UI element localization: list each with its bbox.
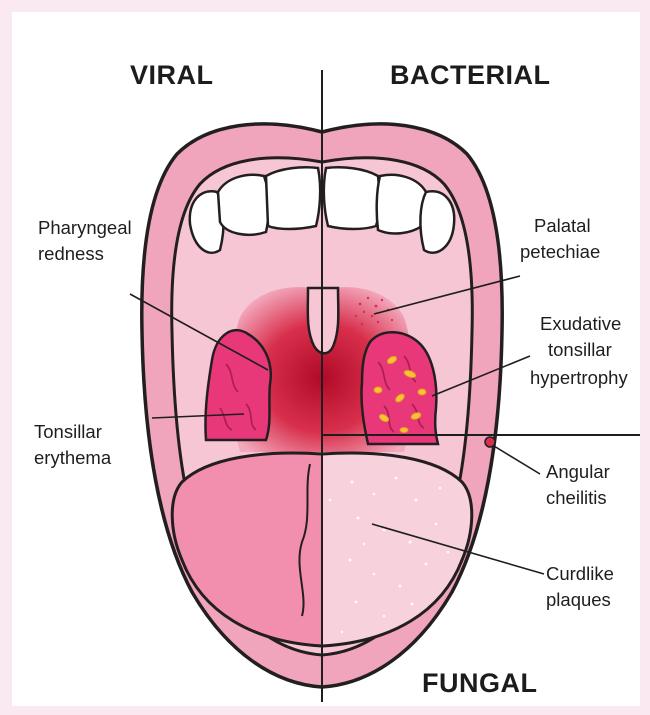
heading-bacterial: BACTERIAL [390,60,551,90]
label-pharyngeal-redness: Pharyngeal redness [38,217,137,264]
label-angular-cheilitis: Angular cheilitis [546,461,615,508]
mouth-diagram: VIRAL BACTERIAL FUNGAL Pharyngeal rednes… [12,12,640,706]
label-curdlike-plaques: Curdlike plaques [546,563,619,610]
uvula [308,288,339,353]
heading-viral: VIRAL [130,60,214,90]
tonsil-left [205,330,270,440]
diagram-canvas: VIRAL BACTERIAL FUNGAL Pharyngeal rednes… [12,12,640,706]
angular-cheilitis-lesion [485,437,495,447]
label-palatal-petechiae: Palatal petechiae [520,215,600,262]
label-exudative-tonsillar-hypertrophy: Exudative tonsillar hypertrophy [530,313,628,388]
label-tonsillar-erythema: Tonsillar erythema [34,421,112,468]
heading-fungal: FUNGAL [422,668,537,698]
